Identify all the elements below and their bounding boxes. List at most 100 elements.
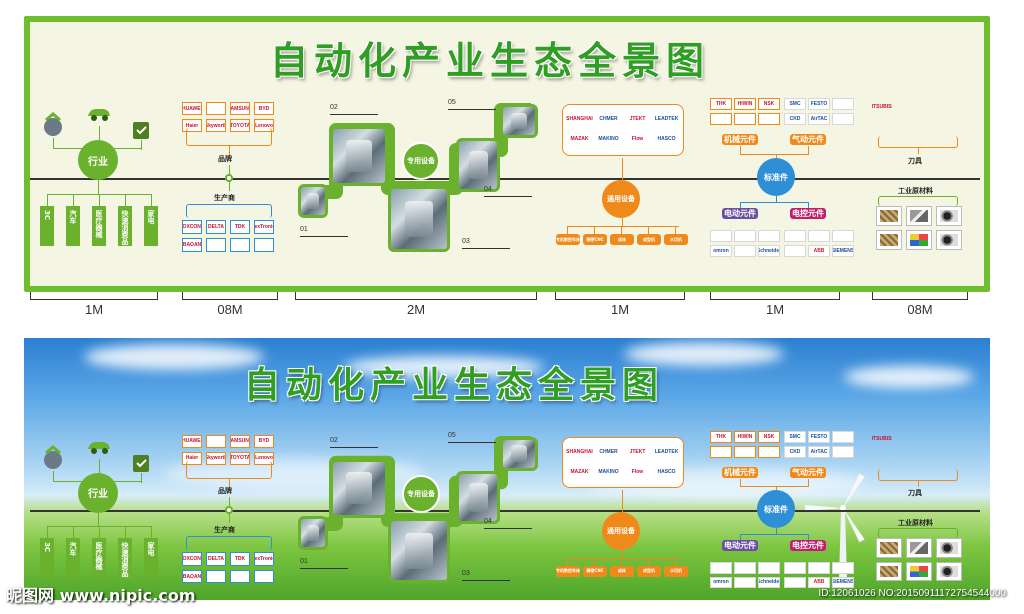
machine-image: [346, 139, 372, 173]
connector-line: [99, 526, 100, 539]
cloud: [344, 356, 544, 378]
junction-dot: [225, 174, 233, 182]
equipment-number: 02: [330, 436, 338, 444]
connector-line: [567, 226, 679, 227]
measure-bracket: [182, 292, 278, 300]
pneumatic-logo: CKD: [784, 445, 806, 458]
watermark-id: ID:12061026 NO:20150911172754544000: [818, 588, 1006, 599]
manufacturer-label: 生产商: [214, 194, 235, 202]
general-logo: CHMER: [595, 112, 622, 126]
machine-image: [468, 150, 488, 180]
connector-line: [740, 202, 741, 208]
material-image: [936, 537, 962, 558]
industry-sector-2: 医疗器械: [92, 206, 106, 246]
fuel-can-icon: [128, 116, 154, 142]
equipment-number: 03: [462, 238, 470, 245]
tool-logo: [920, 100, 940, 113]
electric-logo: ABB: [808, 245, 830, 257]
mechanical-logo: [710, 445, 732, 458]
material-image: [936, 230, 962, 250]
watermark-site: 昵图网 www.nipic.com: [6, 586, 196, 605]
brand-label: 品牌: [218, 487, 232, 496]
connector-line: [808, 146, 809, 154]
mechanical-logo: THK: [710, 431, 732, 443]
industry-sector-2: 医疗器械: [92, 537, 106, 578]
connector-line: [740, 146, 741, 154]
general-logo: Flow: [624, 464, 651, 479]
general-item-4: 水切机: [664, 234, 688, 245]
material-texture: [940, 565, 958, 578]
mechanical-logo: HIWIN: [734, 98, 756, 110]
mechanical-label: 机械元件: [722, 466, 758, 478]
connector-line: [740, 202, 809, 203]
machine-image: [346, 472, 372, 505]
general-logo: LEADTEK: [653, 444, 680, 459]
manufacturer-logo: DELTA: [206, 220, 226, 234]
equipment-photo: [456, 138, 500, 192]
measure-bracket: [872, 292, 968, 300]
car-icon: [86, 433, 112, 459]
mechanical-logo: [710, 113, 732, 125]
standard-parts-node: 标准件: [757, 158, 795, 196]
machine-image: [307, 524, 319, 542]
materials-label: 工业原材料: [898, 519, 933, 528]
tools-label: 刀具: [908, 489, 922, 498]
material-image: [906, 561, 932, 582]
material-texture: [940, 541, 958, 554]
pneumatic-logo: [832, 98, 854, 110]
tool-logo: MITSUBISHI: [872, 436, 892, 443]
motor-logo: [758, 561, 780, 574]
connector-line: [99, 458, 100, 483]
tools-bracket: [878, 136, 958, 148]
material-image: [876, 206, 902, 226]
equipment-photo: [500, 104, 538, 138]
pneumatic-logo: [832, 431, 854, 443]
material-texture: [910, 234, 928, 246]
connector-line: [808, 478, 809, 487]
brand-logo: HUAWEI: [182, 434, 202, 448]
equipment-photo: [388, 186, 450, 252]
connector-line: [622, 218, 623, 226]
equipment-number-line: [462, 579, 510, 581]
manufacturer-logo: FOXCONN: [182, 220, 202, 234]
fuel-can-icon: [128, 449, 154, 475]
connector-line: [73, 194, 74, 206]
equipment-number: 01: [300, 557, 308, 565]
connector-line: [151, 194, 152, 206]
brand-logo: [206, 434, 226, 448]
general-logo: LEADTEK: [653, 112, 680, 126]
connector-line: [740, 486, 809, 488]
connector-line: [622, 158, 623, 180]
electric-logo: [784, 230, 806, 242]
connector-line: [648, 226, 649, 234]
mechanical-logo: [734, 113, 756, 125]
connector-line: [776, 154, 777, 160]
tool-logo: [920, 433, 940, 446]
measure-label: 1M: [610, 302, 630, 317]
machine-image: [307, 192, 319, 210]
top-title: 自动化产业生态全景图: [270, 39, 711, 83]
general-logo: JTEKT: [624, 444, 651, 459]
general-logo: SHANGHAI: [566, 112, 593, 126]
connector-line: [776, 486, 777, 493]
general-logo: MAKINO: [595, 132, 622, 146]
connector-line: [740, 533, 741, 540]
general-item-3: 成型机: [637, 565, 661, 577]
electric-logo: [784, 561, 806, 574]
connector-line: [47, 526, 48, 539]
equipment-number: 05: [448, 432, 456, 439]
motor-logo: Schneider: [758, 245, 780, 257]
industry-sector-0: 3C: [40, 206, 54, 246]
electric-logo: [808, 230, 830, 242]
car-icon: [86, 100, 112, 126]
equipment-number-line: [330, 114, 378, 115]
tools-label: 刀具: [908, 157, 922, 165]
connector-line: [776, 196, 777, 202]
pneumatic-logo: FESTO: [808, 98, 830, 110]
manufacturer-logo: DELTA: [206, 551, 226, 566]
general-logo: CHMER: [595, 444, 622, 459]
pneumatic-logo: CKD: [784, 113, 806, 125]
measure-label: 1M: [84, 302, 104, 317]
equipment-number-line: [300, 236, 348, 237]
